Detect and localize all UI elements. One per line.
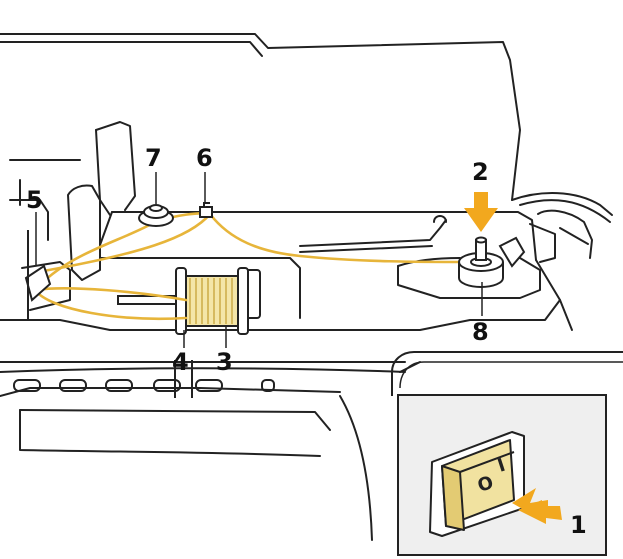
callout-4: 4 <box>172 348 189 376</box>
spool-guide <box>24 230 52 320</box>
callout-2: 2 <box>472 158 489 186</box>
off-symbol: O <box>475 472 496 497</box>
callout-6: 6 <box>196 144 213 172</box>
selection-buttons <box>13 360 275 398</box>
callout-1: 1 <box>570 511 587 539</box>
thread-guide <box>199 202 213 218</box>
leader-lines <box>35 172 483 348</box>
power-switch <box>429 431 525 537</box>
bobbin-winder <box>458 236 526 288</box>
thread-spool <box>175 267 249 335</box>
callout-8: 8 <box>472 318 489 346</box>
callout-5: 5 <box>26 186 43 214</box>
press-down-arrow <box>464 192 498 232</box>
callout-3: 3 <box>216 348 233 376</box>
pretension-disc <box>138 204 174 227</box>
power-switch-inset: O I 1 <box>391 351 623 556</box>
callout-7: 7 <box>145 144 162 172</box>
